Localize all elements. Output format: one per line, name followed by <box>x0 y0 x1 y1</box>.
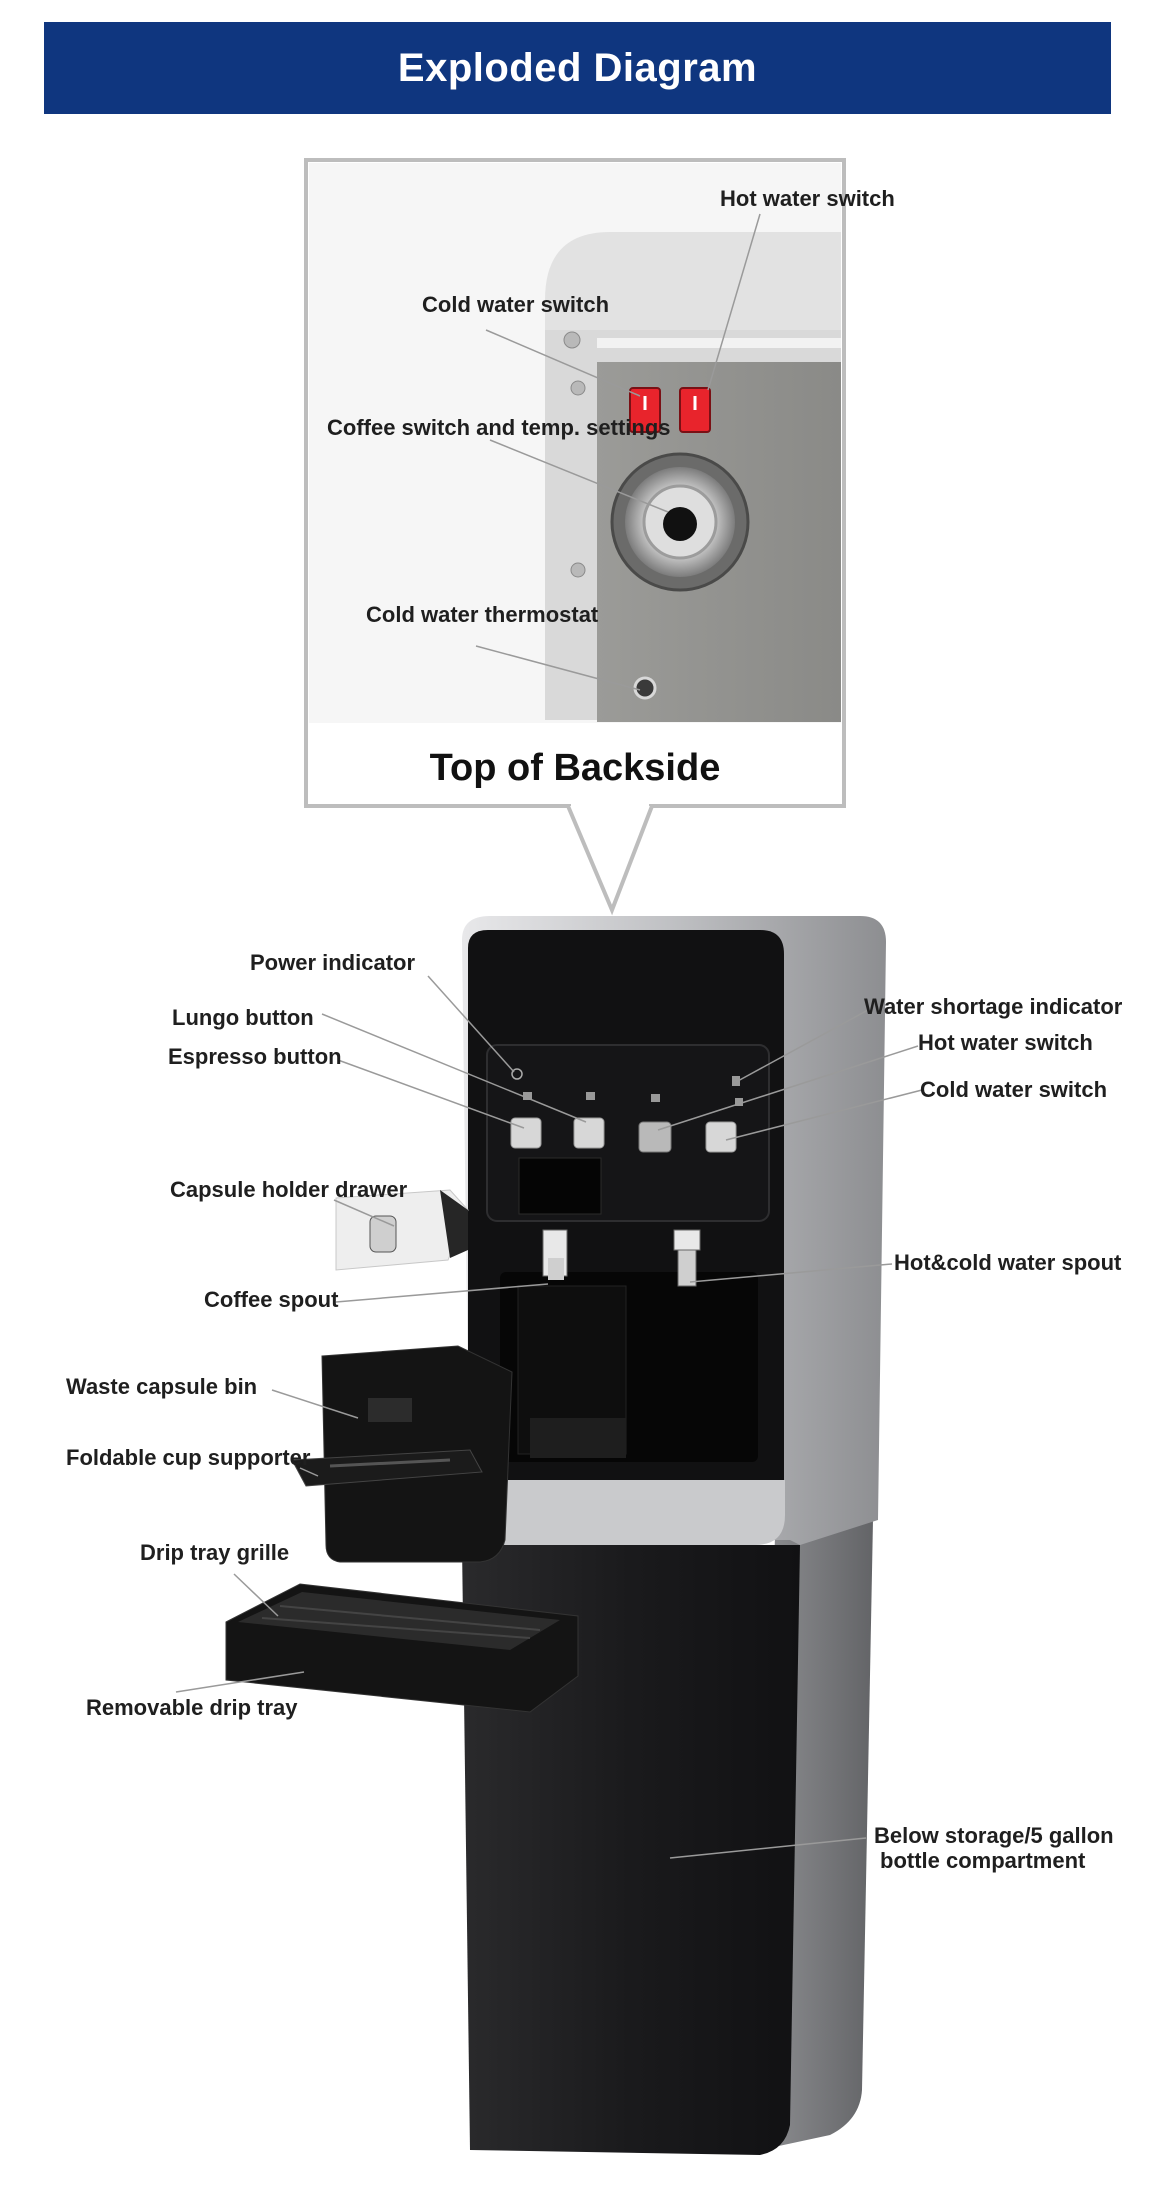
label-foldable-cup-supporter: Foldable cup supporter <box>66 1445 311 1470</box>
callout-pointer <box>566 805 654 916</box>
screw-icon <box>570 562 586 578</box>
cold-water-button <box>705 1121 737 1153</box>
espresso-icon <box>523 1092 532 1100</box>
label-below-storage-line2: bottle compartment <box>880 1848 1086 1873</box>
power-indicator-icon <box>511 1068 523 1080</box>
dispenser-body <box>462 916 886 2155</box>
header-banner: Exploded Diagram <box>44 22 1111 114</box>
label-coffee-spout: Coffee spout <box>204 1287 339 1312</box>
label-power-indicator: Power indicator <box>250 950 416 975</box>
drip-tray <box>225 1583 579 1713</box>
inner-grille <box>530 1418 626 1458</box>
label-water-shortage-indicator: Water shortage indicator <box>864 994 1123 1019</box>
label-espresso-button: Espresso button <box>168 1044 342 1069</box>
leader-lines <box>175 975 923 1859</box>
label-cold-water-switch: Cold water switch <box>920 1077 1108 1102</box>
inset-ledge <box>597 338 841 348</box>
thermostat-icon <box>633 676 657 700</box>
inset-callout <box>304 158 846 916</box>
label-removable-drip-tray: Removable drip tray <box>86 1695 298 1720</box>
capsule-slot <box>518 1157 602 1215</box>
water-spout <box>677 1249 697 1287</box>
label-lungo-button: Lungo button <box>172 1005 314 1030</box>
label-drip-tray-grille: Drip tray grille <box>140 1540 290 1565</box>
hot-water-button <box>638 1121 672 1153</box>
label-below-storage-line1: Below storage/5 gallon <box>874 1823 1114 1848</box>
ledge <box>470 1480 785 1545</box>
label-hot-water-switch: Hot water switch <box>918 1030 1093 1055</box>
inset-caption: Top of Backside <box>429 747 721 789</box>
hot-icon <box>651 1094 660 1102</box>
lungo-icon <box>586 1092 595 1100</box>
espresso-button <box>510 1117 542 1149</box>
waste-capsule-bin <box>291 1345 513 1563</box>
inset-label-cold-water-thermostat: Cold water thermostat <box>366 602 599 627</box>
screw-icon <box>563 331 581 349</box>
label-capsule-holder-drawer: Capsule holder drawer <box>170 1177 408 1202</box>
page-title: Exploded Diagram <box>397 45 758 90</box>
inset-label-hot-water-switch: Hot water switch <box>720 186 895 211</box>
capsule-drawer <box>335 1189 469 1271</box>
label-hot-cold-water-spout: Hot&cold water spout <box>894 1250 1122 1275</box>
lungo-button <box>573 1117 605 1149</box>
water-shortage-icon <box>732 1076 740 1086</box>
cold-icon <box>735 1098 743 1106</box>
label-waste-capsule-bin: Waste capsule bin <box>66 1374 258 1399</box>
inset-label-cold-water-switch: Cold water switch <box>422 292 610 317</box>
screw-icon <box>570 380 586 396</box>
inset-label-coffee-switch: Coffee switch and temp. settings <box>327 415 671 440</box>
